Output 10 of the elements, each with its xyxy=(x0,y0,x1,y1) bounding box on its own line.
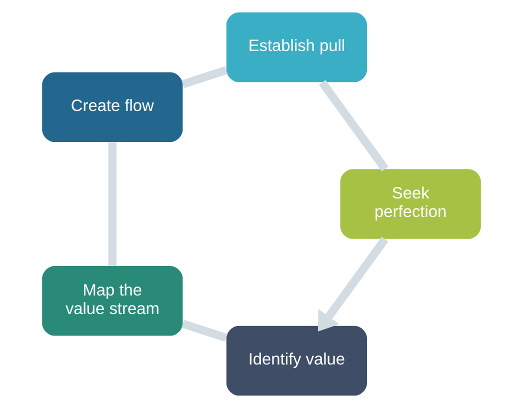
arrow xyxy=(318,236,388,332)
connector xyxy=(318,80,388,172)
node-box: Map the value stream xyxy=(42,266,183,336)
connector xyxy=(108,142,117,266)
connector xyxy=(182,66,228,88)
node-box: Establish pull xyxy=(226,12,367,82)
node-box: Create flow xyxy=(42,72,183,142)
node-box: Seek perfection xyxy=(340,169,481,239)
connector xyxy=(182,320,228,342)
node-box: Identify value xyxy=(226,326,367,396)
